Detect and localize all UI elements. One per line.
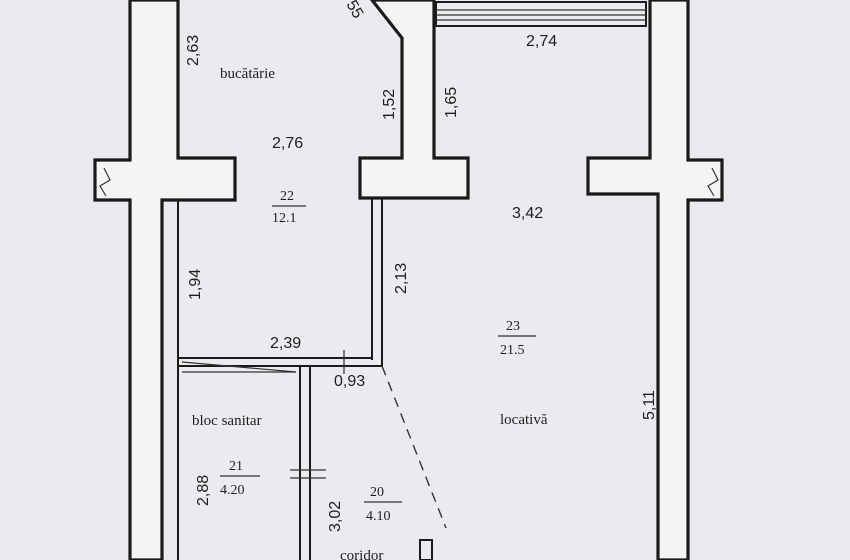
bath-top-wall xyxy=(178,357,382,367)
living-number: 23 xyxy=(506,319,520,334)
dim-kitchen-width: 2,76 xyxy=(272,135,303,152)
dim-kitchen-lower-left: 1,94 xyxy=(187,269,204,300)
corridor-name: coridor xyxy=(340,548,383,560)
right-outer-wall xyxy=(586,0,724,560)
corridor-number: 20 xyxy=(370,485,384,500)
dim-living-right: 5,11 xyxy=(641,390,658,420)
dim-living-top: 2,74 xyxy=(526,33,557,50)
partition-wall xyxy=(371,198,383,366)
corridor-area: 4.10 xyxy=(366,509,391,524)
bathroom-number: 21 xyxy=(229,459,243,474)
kitchen-name: bucătărie xyxy=(220,66,275,82)
dim-corridor-gap: 0,93 xyxy=(334,373,365,390)
bath-hatch xyxy=(181,361,297,373)
dim-kitchen-wall-1: 1,52 xyxy=(381,89,398,120)
kitchen-number: 22 xyxy=(280,189,294,204)
dim-bath-left: 2,88 xyxy=(195,475,212,506)
wall-break-symbol xyxy=(707,167,719,197)
dim-partition: 2,13 xyxy=(393,263,410,294)
dim-kitchen-wall-2: 1,65 xyxy=(443,87,460,118)
door-swing-line xyxy=(381,365,447,529)
left-outer-wall xyxy=(93,0,237,560)
window xyxy=(435,1,647,27)
bathroom-area: 4.20 xyxy=(220,483,245,498)
dim-corridor-height: 3,02 xyxy=(327,501,344,532)
wall-break-symbol xyxy=(99,167,111,197)
dim-bath-width: 2,39 xyxy=(270,335,301,352)
kitchen-area: 12.1 xyxy=(272,211,297,226)
dim-living-width: 3,42 xyxy=(512,205,543,222)
living-area: 21.5 xyxy=(500,343,525,358)
door-leaf xyxy=(419,539,433,560)
center-wall xyxy=(358,0,470,200)
bath-right-wall xyxy=(299,366,311,560)
bathroom-name: bloc sanitar xyxy=(192,413,262,429)
dim-kitchen-left: 2,63 xyxy=(185,35,202,66)
living-name: locativă xyxy=(500,412,548,428)
dim-top-partial: 55 xyxy=(343,0,367,22)
